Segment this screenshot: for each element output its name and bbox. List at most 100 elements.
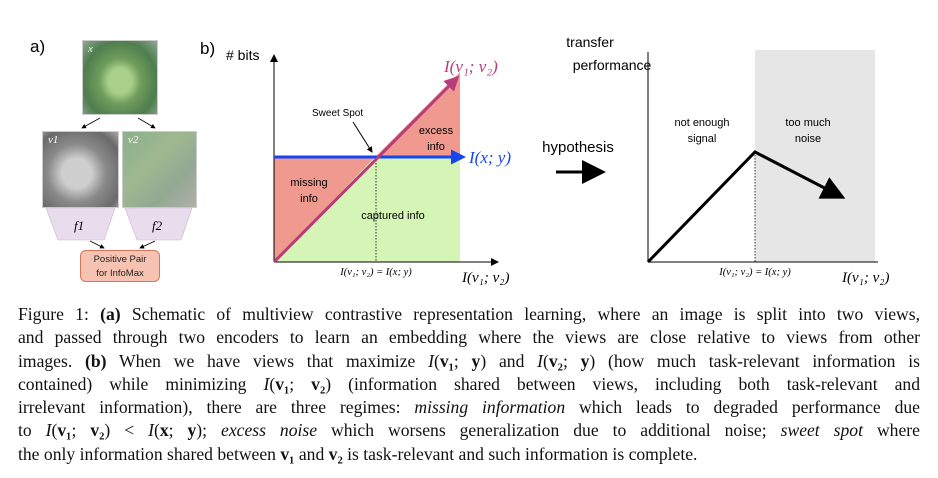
caption-segment: and (294, 443, 329, 464)
hypothesis-label: hypothesis (542, 139, 614, 156)
caption-segment: ( (51, 420, 58, 441)
positive-pair-text-2: for InfoMax (96, 268, 144, 279)
caption-segment: When we have views that maximize (106, 350, 429, 371)
missing-info-label-1: missing (290, 177, 327, 189)
caption-segment: missing information (414, 397, 566, 418)
task-info-label: I(x; y) (468, 148, 511, 167)
caption-segment: (b) (85, 350, 107, 371)
arrow-f2-to-pair (139, 240, 156, 249)
caption-line: images. (b) When we have views that maxi… (18, 350, 920, 373)
caption-segment: v₂ (328, 443, 343, 464)
missing-info-label-2: info (300, 193, 318, 205)
caption-segment: I (537, 350, 543, 371)
excess-info-region (375, 72, 460, 157)
positive-pair-box: Positive Pair for InfoMax (80, 250, 160, 282)
view2-color-image: v2 (122, 131, 197, 208)
caption-segment: ; (453, 350, 472, 371)
caption-segment: y (471, 350, 481, 371)
excess-info-label-1: excess (419, 125, 454, 137)
caption-segment: to (18, 420, 46, 441)
figure-caption: Figure 1: (a) Schematic of multiview con… (18, 303, 920, 466)
original-frog-image: x (82, 40, 158, 115)
sweet-spot-tick-label: I(v₁; v₂) = I(x; y) (339, 267, 412, 278)
caption-segment: ) and (480, 350, 538, 371)
caption-segment: which leads to degraded performance due (565, 397, 920, 418)
positive-pair-text-1: Positive Pair (93, 254, 147, 265)
perf-axis-label-1: transfer (566, 34, 614, 50)
caption-segment: v₂ (90, 420, 105, 441)
caption-segment: excess noise (221, 420, 318, 441)
caption-segment: v₁ (439, 350, 454, 371)
performance-arrow (818, 177, 846, 199)
encoder-f2 (124, 207, 193, 241)
captured-info-label: captured info (361, 210, 425, 222)
caption-segment: v₁ (275, 373, 290, 394)
not-enough-signal-1: not enough (674, 117, 729, 129)
caption-segment: contained) while minimizing (18, 373, 264, 394)
caption-segment: ); (196, 420, 222, 441)
caption-segment: Schematic of multiview contrastive repre… (120, 304, 920, 324)
caption-line: contained) while minimizing I(v₁; v₂) (i… (18, 373, 920, 396)
view1-label: v1 (48, 134, 59, 146)
caption-segment: ; (289, 373, 312, 394)
caption-segment: ( (269, 373, 276, 394)
y-axis-label-bits: # bits (226, 47, 259, 63)
caption-segment: ( (153, 420, 160, 441)
caption-segment: y (187, 420, 197, 441)
caption-segment: ; (71, 420, 91, 441)
arrow-x-to-v1 (81, 117, 101, 129)
caption-segment: v₂ (311, 373, 326, 394)
arrow-x-to-v2 (137, 117, 156, 129)
too-much-noise-1: too much (785, 117, 830, 129)
caption-line: Figure 1: (a) Schematic of multiview con… (18, 303, 920, 326)
caption-segment: I (148, 420, 154, 441)
perf-tick-label: I(v₁; v₂) = I(x; y) (718, 267, 791, 278)
too-much-noise-region (755, 50, 875, 262)
x-axis-label: I(v₁; v₂) (461, 270, 509, 286)
caption-line: irrelevant information), there are three… (18, 396, 920, 419)
figure-diagram: a) f1 f2 b) # bits I(v₁; v₂) I(x; y) Swe… (30, 34, 889, 286)
view1-grayscale-image: v1 (42, 131, 119, 208)
caption-segment: the only information shared between (18, 443, 281, 464)
caption-segment: (a) (100, 304, 121, 324)
shared-info-label: I(v₁; v₂) (443, 57, 498, 76)
panel-b-label: b) (200, 39, 215, 58)
performance-curve (646, 150, 839, 264)
caption-segment: I (428, 350, 434, 371)
caption-segment: v₁ (57, 420, 72, 441)
encoder-f1-label: f1 (74, 218, 84, 233)
not-enough-signal-2: signal (688, 133, 717, 145)
caption-segment: ) (how much task-relevant information is (589, 350, 920, 371)
caption-line: and passed through two encoders to learn… (18, 326, 920, 349)
shared-info-line (272, 75, 460, 264)
caption-segment: Figure 1: (18, 304, 101, 324)
caption-segment: ) < (104, 420, 149, 441)
image-x-label: x (88, 43, 93, 55)
caption-segment: I (263, 373, 270, 394)
caption-segment: y (580, 350, 590, 371)
view2-label: v2 (128, 134, 139, 146)
caption-segment: ; (168, 420, 188, 441)
too-much-noise-2: noise (795, 133, 821, 145)
caption-line: the only information shared between v₁ a… (18, 443, 920, 466)
caption-line: to I(v₁; v₂) < I(x; y); excess noise whi… (18, 419, 920, 442)
perf-axis-label-2: performance (573, 57, 652, 73)
caption-segment: which worsens generalization due to addi… (317, 420, 781, 441)
panel-a-label: a) (30, 37, 45, 56)
caption-segment: x (159, 420, 169, 441)
arrow-f1-to-pair (89, 240, 105, 249)
encoder-f2-label: f2 (152, 218, 163, 233)
caption-segment: ) (information shared between views, inc… (325, 373, 920, 394)
caption-segment: sweet spot (780, 420, 863, 441)
caption-segment: irrelevant information), there are three… (18, 397, 415, 418)
sweet-spot-label: Sweet Spot (312, 108, 363, 119)
caption-segment: v₁ (280, 443, 295, 464)
sweet-spot-arrow (352, 121, 373, 153)
caption-segment: images. (18, 350, 85, 371)
caption-segment: is task-relevant and such information is… (342, 443, 698, 464)
caption-segment: ( (543, 350, 549, 371)
caption-segment: I (45, 420, 52, 441)
caption-segment: ( (433, 350, 440, 371)
perf-x-axis-label: I(v₁; v₂) (841, 270, 889, 286)
caption-segment: v₂ (548, 350, 563, 371)
